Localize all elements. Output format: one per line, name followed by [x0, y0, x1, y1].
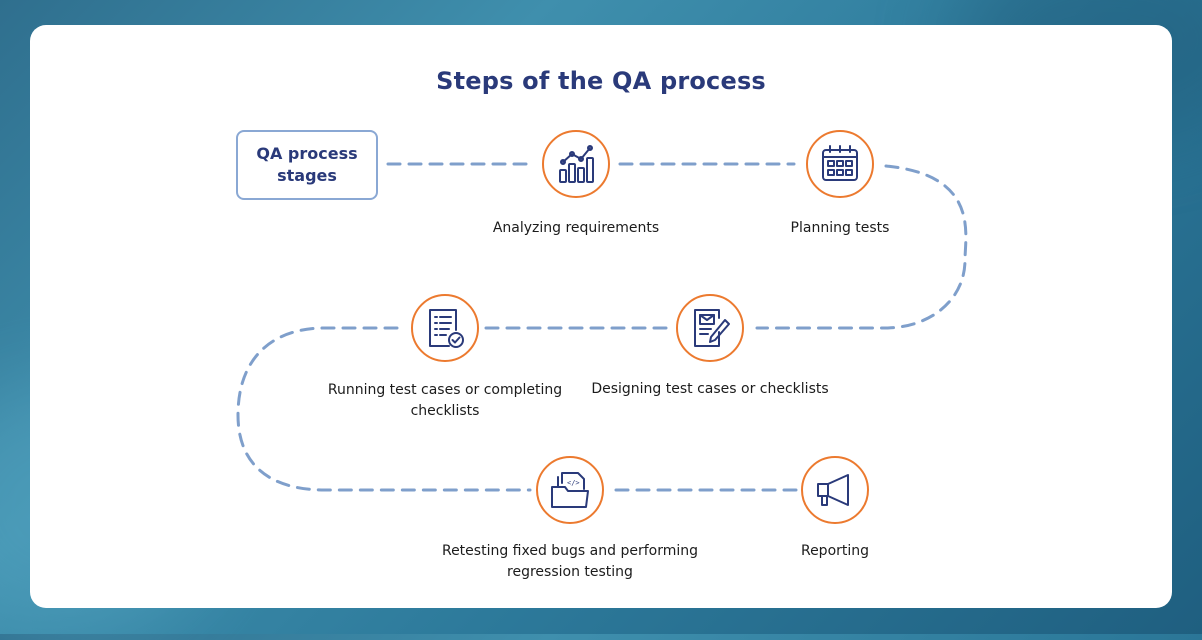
- megaphone-icon: [817, 474, 849, 506]
- checklist-icon: [429, 309, 464, 348]
- qa-stages-box: QA process stages: [236, 130, 378, 200]
- bar-chart-icon: [559, 145, 594, 183]
- step-6-label: Reporting: [800, 543, 870, 559]
- document-pencil-icon: [694, 309, 730, 347]
- step-5-label: Retesting fixed bugs and performing regr…: [441, 543, 699, 580]
- step-5-circle: </>: [536, 456, 604, 524]
- step-1-label: Analyzing requirements: [492, 220, 660, 236]
- dashed-flow-path: [236, 162, 968, 492]
- step-3-label: Designing test cases or checklists: [591, 381, 829, 397]
- code-folder-icon: </>: [551, 472, 589, 508]
- diagram-title: Steps of the QA process: [436, 67, 766, 95]
- calendar-icon: [822, 145, 858, 181]
- step-1-circle: [542, 130, 610, 198]
- step-3-circle: [676, 294, 744, 362]
- step-4-circle: [411, 294, 479, 362]
- step-2-label: Planning tests: [790, 220, 890, 236]
- step-6-circle: [801, 456, 869, 524]
- diagram-card: Steps of the QA process QA process stage…: [30, 25, 1172, 608]
- svg-text:</>: </>: [567, 479, 580, 487]
- step-4-label: Running test cases or completing checkli…: [327, 382, 563, 419]
- step-2-circle: [806, 130, 874, 198]
